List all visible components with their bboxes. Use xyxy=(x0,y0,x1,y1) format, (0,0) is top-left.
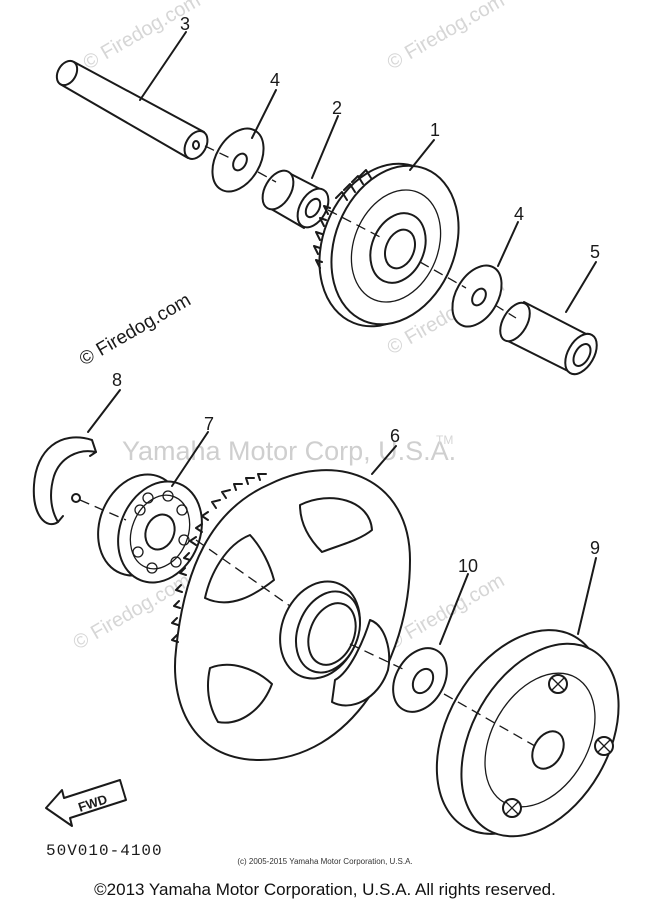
leader-lines xyxy=(87,31,597,645)
part-1-gear xyxy=(313,162,460,328)
part-8-circlip xyxy=(32,436,97,526)
callouts: 3 4 2 1 4 5 8 7 6 10 9 xyxy=(112,14,600,576)
fwd-arrow: FWD xyxy=(45,779,127,827)
callout-8: 8 xyxy=(112,370,122,390)
watermark-firedog: © Firedog.com xyxy=(80,0,205,74)
callout-10: 10 xyxy=(458,556,478,576)
callout-1: 1 xyxy=(430,120,440,140)
footer-copyright: ©2013 Yamaha Motor Corporation, U.S.A. A… xyxy=(94,880,556,899)
assembly-axes xyxy=(79,145,536,747)
callout-9: 9 xyxy=(590,538,600,558)
watermark-firedog-dark: © Firedog.com xyxy=(76,290,195,371)
callout-4-upper: 4 xyxy=(270,70,280,90)
watermark-yamaha: Yamaha Motor Corp, U.S.A. xyxy=(122,436,456,466)
callout-7: 7 xyxy=(204,414,214,434)
part-3-shaft xyxy=(55,59,209,160)
watermark-firedog: © Firedog.com xyxy=(384,0,509,74)
callout-3: 3 xyxy=(180,14,190,34)
callout-6: 6 xyxy=(390,426,400,446)
part-5-spacer xyxy=(499,301,598,376)
part-4-washer-upper xyxy=(211,127,265,193)
callout-5: 5 xyxy=(590,242,600,262)
small-copyright: (c) 2005-2015 Yamaha Motor Corporation, … xyxy=(237,857,413,866)
part-9-one-way-clutch xyxy=(435,629,620,838)
part-6-starter-gear xyxy=(171,469,411,761)
part-4-washer-lower xyxy=(451,264,503,328)
part-code: 50V010-4100 xyxy=(46,842,163,860)
watermark-tm: TM xyxy=(436,433,453,447)
callout-2: 2 xyxy=(332,98,342,118)
callout-4-lower: 4 xyxy=(514,204,524,224)
part-10-washer xyxy=(392,647,448,713)
part-7-bearing xyxy=(97,473,203,584)
